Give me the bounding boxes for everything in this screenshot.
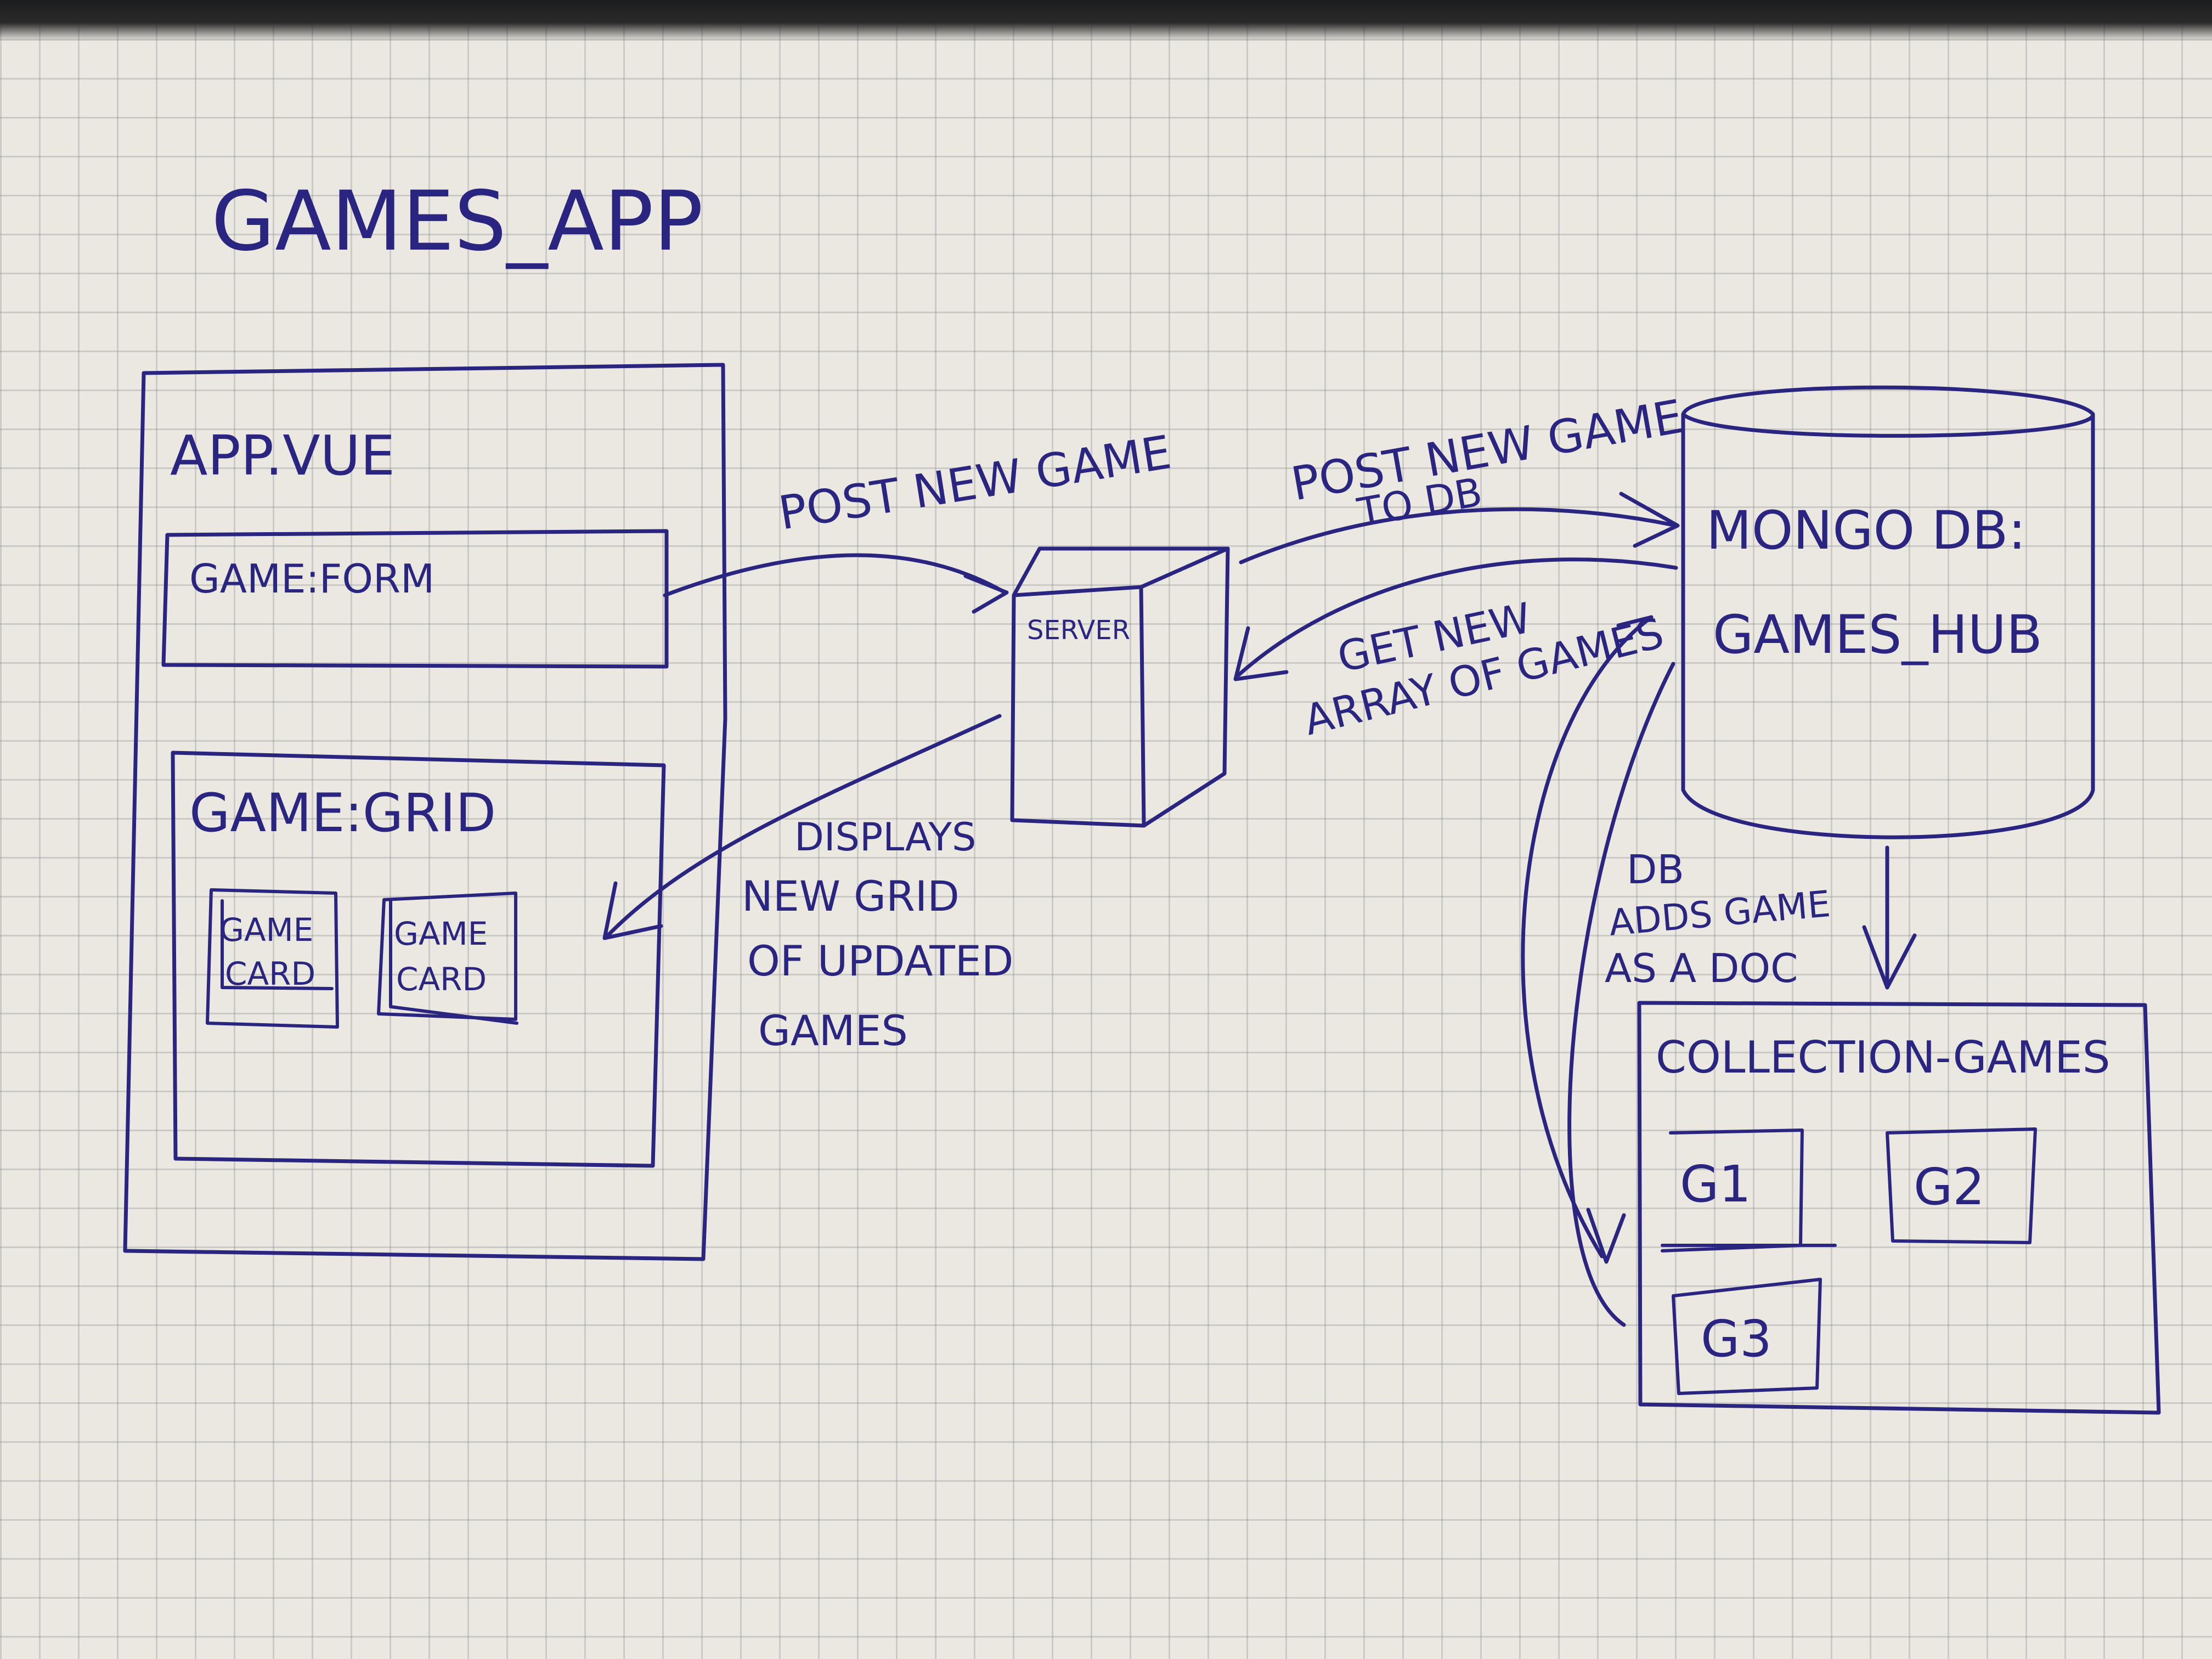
- game-card-label: CARD: [396, 961, 487, 998]
- doc-g2: G2: [1886, 1127, 2037, 1244]
- displays-label-2: NEW GRID: [742, 872, 960, 921]
- displays-label-3: OF UPDATED: [747, 936, 1013, 985]
- db-to-collection-arrow: [1862, 845, 1917, 990]
- game-grid-box: [171, 751, 666, 1168]
- game-form-box: [161, 529, 669, 669]
- db-collection-loop-arrow: [1521, 615, 1675, 1327]
- collection-games-label: COLLECTION-GAMES: [1656, 1032, 2111, 1083]
- game-grid-label: GAME:GRID: [189, 782, 496, 844]
- server-box: [1010, 546, 1230, 828]
- mongodb-cylinder: [1681, 385, 2095, 839]
- displays-label-1: DISPLAYS: [794, 815, 976, 860]
- collection-games-box: [1637, 1001, 2161, 1415]
- game-card-label: CARD: [225, 955, 315, 992]
- game-card: GAME CARD: [377, 891, 518, 1025]
- db-adds-label-3: AS A DOC: [1605, 945, 1798, 991]
- doc-g3: G3: [1672, 1278, 1822, 1395]
- post-new-game-label: POST NEW GAME: [775, 425, 1175, 540]
- doc-g1-label: G1: [1680, 1155, 1751, 1214]
- server-label: SERVER: [1027, 615, 1130, 646]
- get-array-arrow: [1233, 557, 1678, 681]
- doc-g2-label: G2: [1914, 1158, 1985, 1216]
- post-to-db-arrow: [1239, 492, 1680, 565]
- mongodb-label: MONGO DB:: [1706, 500, 2026, 561]
- doc-g1: G1: [1661, 1128, 1837, 1252]
- doc-g3-label: G3: [1701, 1310, 1772, 1368]
- game-card-label: GAME: [219, 911, 313, 949]
- game-card-label: GAME: [394, 915, 488, 952]
- diagram-title: GAMES_APP: [211, 174, 703, 269]
- post-to-db-label-1: POST NEW GAME: [1287, 390, 1686, 511]
- displays-label-4: GAMES: [758, 1006, 908, 1055]
- game-form-label: GAME:FORM: [189, 556, 435, 602]
- page-edge-shadow: [0, 0, 2212, 41]
- game-card: GAME CARD: [206, 888, 339, 1029]
- games-hub-label: GAMES_HUB: [1713, 604, 2042, 665]
- app-vue-label: APP.VUE: [170, 424, 395, 488]
- app-vue-box: [123, 363, 727, 1261]
- post-new-game-arrow: [663, 553, 1009, 614]
- displays-grid-arrow: [602, 714, 1002, 940]
- db-adds-label-1: DB: [1627, 847, 1684, 893]
